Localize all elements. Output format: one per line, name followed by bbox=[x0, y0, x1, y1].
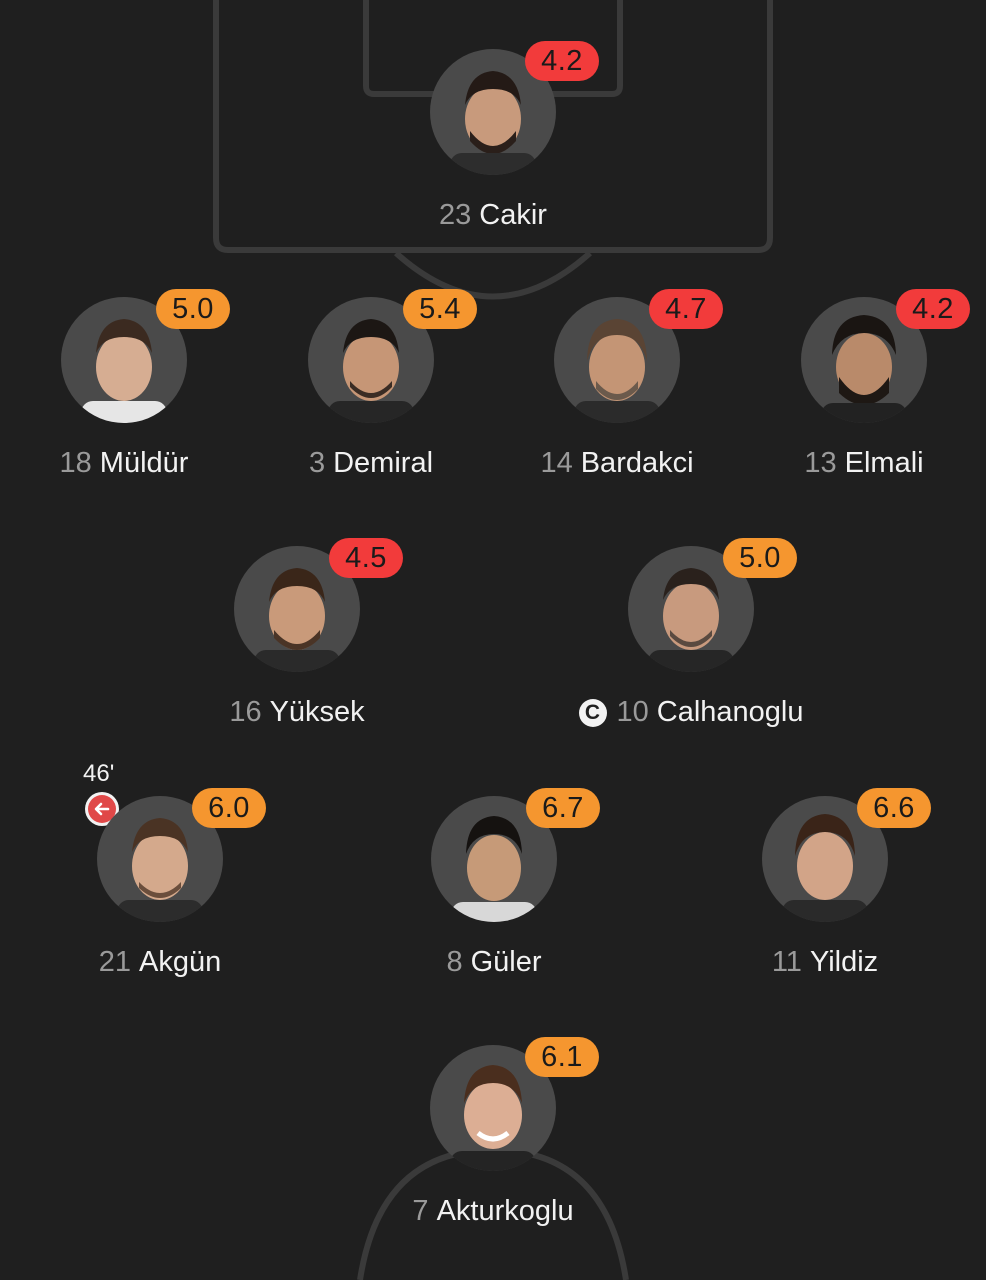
player-name: Demiral bbox=[333, 447, 434, 479]
shirt-number: 11 bbox=[771, 946, 802, 978]
captain-badge: C bbox=[578, 699, 607, 727]
rating-badge: 4.2 bbox=[525, 41, 599, 81]
player-name: Bardakci bbox=[580, 447, 694, 479]
rating-badge: 5.0 bbox=[156, 289, 230, 329]
player-name: Güler bbox=[470, 946, 542, 978]
player-name: Akturkoglu bbox=[436, 1195, 574, 1227]
player-avatar bbox=[61, 297, 187, 423]
substitution-out-icon bbox=[85, 792, 119, 826]
shirt-number: 16 bbox=[229, 696, 262, 728]
rating-badge: 6.0 bbox=[192, 788, 266, 828]
rating-badge: 4.5 bbox=[329, 538, 403, 578]
shirt-number: 18 bbox=[59, 447, 92, 479]
player-name: Calhanoglu bbox=[656, 696, 804, 728]
shirt-number: 23 bbox=[439, 199, 472, 231]
player-name: Akgün bbox=[139, 946, 222, 978]
rating-badge: 4.2 bbox=[896, 289, 970, 329]
rating-badge: 6.1 bbox=[525, 1037, 599, 1077]
player-name: Yildiz bbox=[809, 946, 879, 978]
shirt-number: 7 bbox=[412, 1195, 429, 1227]
shirt-number: 3 bbox=[308, 447, 326, 479]
penalty-box bbox=[213, 0, 773, 253]
rating-badge: 4.7 bbox=[649, 289, 723, 329]
player-name: Elmali bbox=[844, 447, 924, 479]
shirt-number: 10 bbox=[616, 696, 649, 728]
rating-badge: 5.0 bbox=[723, 538, 797, 578]
player-name: Yüksek bbox=[269, 696, 365, 728]
shirt-number: 8 bbox=[446, 946, 463, 978]
substitution-minute: 46' bbox=[83, 760, 115, 787]
rating-badge: 6.7 bbox=[526, 788, 600, 828]
shirt-number: 13 bbox=[804, 447, 837, 479]
shirt-number: 14 bbox=[540, 447, 573, 479]
penalty-arc bbox=[393, 250, 593, 300]
rating-badge: 6.6 bbox=[857, 788, 931, 828]
shirt-number: 21 bbox=[98, 946, 132, 978]
arrow-left-icon bbox=[94, 802, 110, 816]
player-name: Müldür bbox=[99, 447, 189, 479]
player-name: Cakir bbox=[479, 199, 547, 231]
rating-badge: 5.4 bbox=[403, 289, 477, 329]
